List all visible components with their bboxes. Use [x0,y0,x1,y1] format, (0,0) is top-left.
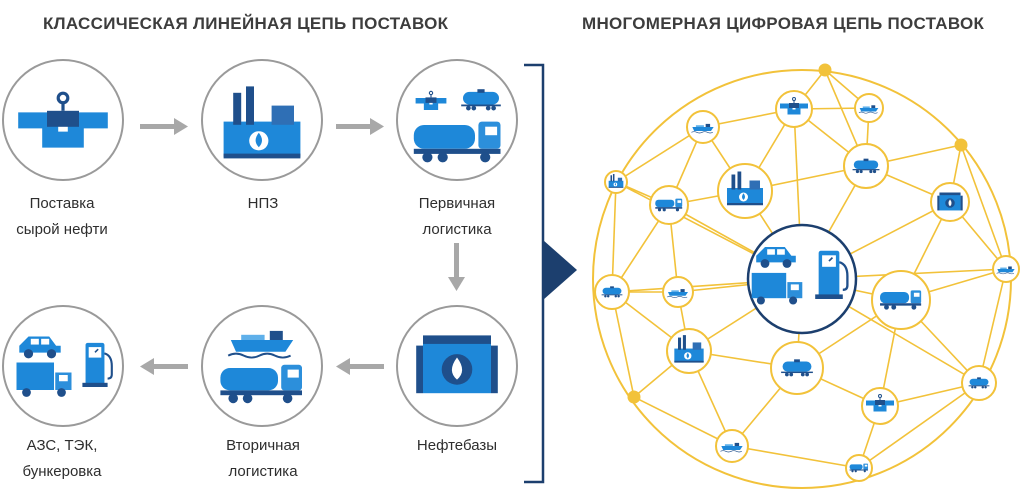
step-circle-depot [396,305,518,427]
network-link [615,126,704,183]
digital-chain-heading: МНОГОМЕРНАЯ ЦИФРОВАЯ ЦЕПЬ ПОСТАВОК [582,14,985,33]
step-label-line: Первичная [418,195,496,212]
network-dot [954,138,968,152]
network-node [666,328,712,374]
oil-depot-icon [937,192,963,211]
network-node [861,387,899,425]
step-label-secondary: Вторичная логистика [183,433,343,485]
network-node [717,163,773,219]
network-node [770,341,824,395]
step-label-line: Поставка [29,195,95,212]
step-label-line: бункеровка [22,463,102,480]
network-link [978,268,1007,384]
network-hub [746,223,858,335]
network-node [662,276,694,308]
network-node [775,90,813,128]
step-label-line: Вторичная [226,437,300,454]
step-circle-station [2,305,124,427]
step-circle-primary [396,59,518,181]
step-label-line: Нефтебазы [416,437,498,454]
network-dot [818,63,832,77]
network-node [686,110,720,144]
network-node [871,270,931,330]
linear-chain-heading: КЛАССИЧЕСКАЯ ЛИНЕЙНАЯ ЦЕПЬ ПОСТАВОК [43,14,449,33]
network-node [594,274,630,310]
arrow-right-icon [140,118,188,135]
step-label-line: НПЗ [247,195,279,212]
arrow-left-icon [140,358,188,375]
network-link [858,382,980,469]
flow-arrows [140,118,465,375]
digital-network [592,63,1020,489]
step-label-crude: Поставка сырой нефти [0,191,142,243]
step-label-primary: Первичная логистика [377,191,537,243]
oil-depot-icon [416,335,498,394]
step-circle-secondary [201,305,323,427]
play-arrow-icon [543,240,577,300]
network-node [843,143,889,189]
network-link [611,181,617,293]
step-label-refinery: НПЗ [183,191,343,217]
network-node [649,185,689,225]
step-circle-refinery [201,59,323,181]
network-node [992,255,1020,283]
network-link [960,144,1007,270]
network-node [604,170,628,194]
network-node [854,93,884,123]
network-node [845,454,873,482]
transition-bracket [524,63,577,484]
step-label-depot: Нефтебазы [377,433,537,459]
linear-chain [2,59,518,427]
network-dot [627,390,641,404]
network-nodes [594,63,1020,482]
network-link [633,396,733,447]
network-node [930,182,970,222]
step-label-line: сырой нефти [16,221,108,238]
network-node [961,365,997,401]
arrow-right-icon [336,118,384,135]
step-label-station: АЗС, ТЭК, бункеровка [0,433,142,485]
step-label-line: логистика [228,463,298,480]
network-link [731,445,860,469]
step-label-line: логистика [422,221,492,238]
network-node [715,429,749,463]
step-circle-crude [2,59,124,181]
step-label-line: АЗС, ТЭК, [26,437,98,454]
arrow-down-icon [448,243,465,291]
arrow-left-icon [336,358,384,375]
